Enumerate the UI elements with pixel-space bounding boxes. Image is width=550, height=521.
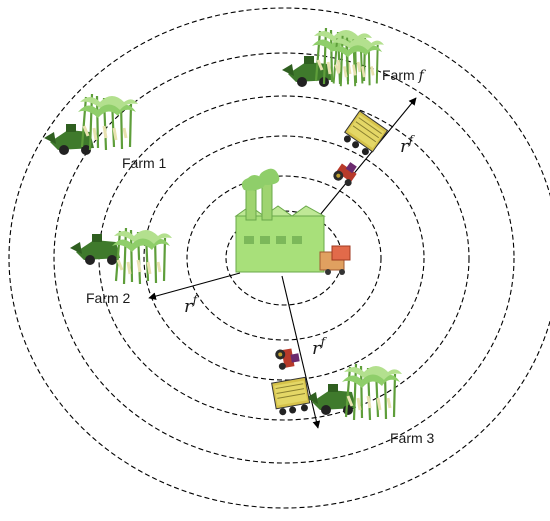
farm-1-group <box>44 92 140 155</box>
distance-rings <box>8 7 550 509</box>
rf-label-farm-3: rf <box>312 335 328 359</box>
farm-2-label: Farm 2 <box>86 290 131 306</box>
tractor-icon <box>331 158 362 189</box>
truck-icon <box>271 376 312 417</box>
harvester-icon <box>70 234 120 265</box>
arrow-farm-2 <box>148 272 241 300</box>
farm-f-label: Farm f <box>382 67 427 84</box>
sugarcane-icon <box>110 226 174 286</box>
arrow-farm-f <box>305 97 417 233</box>
distance-arrows <box>148 97 417 429</box>
farm-1-label: Farm 1 <box>122 155 167 171</box>
truck-icon <box>339 110 389 159</box>
rf-label-farm-2: rf <box>184 293 200 317</box>
arrow-farm-3 <box>281 275 321 429</box>
farm-3-label: Farm 3 <box>390 430 435 446</box>
ring-3 <box>143 135 425 381</box>
ring-2 <box>186 175 382 341</box>
factory-icon <box>234 168 351 275</box>
rf-label-farm-f: rf <box>400 133 416 157</box>
ring-5 <box>53 52 515 464</box>
tractor-icon <box>274 346 301 371</box>
farm-2-group <box>70 226 174 286</box>
ring-6 <box>8 7 550 509</box>
